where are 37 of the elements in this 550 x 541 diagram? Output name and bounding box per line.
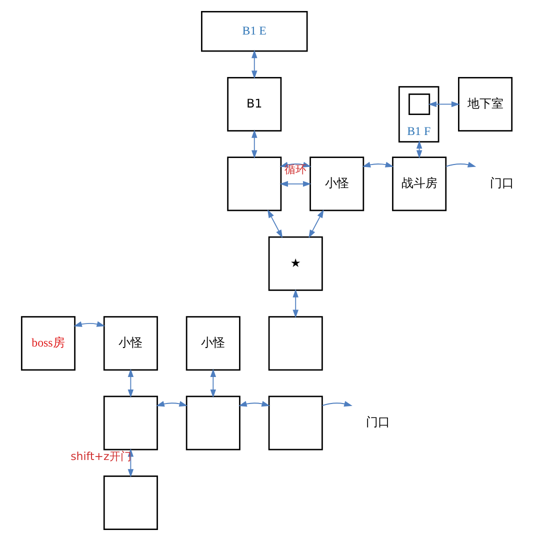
arrow: [362, 162, 394, 168]
arrow: [156, 400, 188, 407]
node-box: 地下室: [458, 76, 513, 132]
node-box: [408, 93, 430, 115]
arrow: [252, 130, 258, 159]
arrow: [267, 210, 283, 238]
node-box: B1 E: [201, 10, 308, 52]
node-box: [268, 316, 323, 371]
node-box: [103, 396, 158, 450]
arrow: [238, 400, 270, 407]
node-box: boss房: [20, 316, 76, 371]
edge-label: shift+z开门: [70, 450, 132, 464]
node-box: 小怪: [186, 316, 240, 371]
node-box: [186, 396, 240, 450]
node-text: 门口: [366, 415, 390, 430]
arrow: [280, 181, 312, 187]
edge-label: 循环: [284, 162, 306, 176]
node-box: 战斗房: [392, 156, 447, 212]
arrow: [446, 162, 476, 168]
arrow: [252, 50, 258, 79]
node-box: [268, 396, 323, 450]
arrow: [416, 140, 422, 158]
node-box: 小怪: [103, 316, 158, 371]
arrow: [322, 400, 352, 407]
node-box: ★: [268, 236, 323, 291]
node-box: [103, 476, 158, 530]
node-box: [227, 156, 282, 212]
arrow: [308, 210, 324, 238]
arrow: [428, 101, 460, 108]
arrow: [128, 368, 134, 398]
node-text: 门口: [490, 176, 514, 190]
node-box: B1: [227, 76, 282, 132]
node-box: 小怪: [310, 156, 364, 212]
arrow: [292, 289, 298, 318]
arrow: [210, 368, 216, 398]
cluster: B1 F: [398, 86, 440, 142]
arrow: [74, 321, 106, 327]
